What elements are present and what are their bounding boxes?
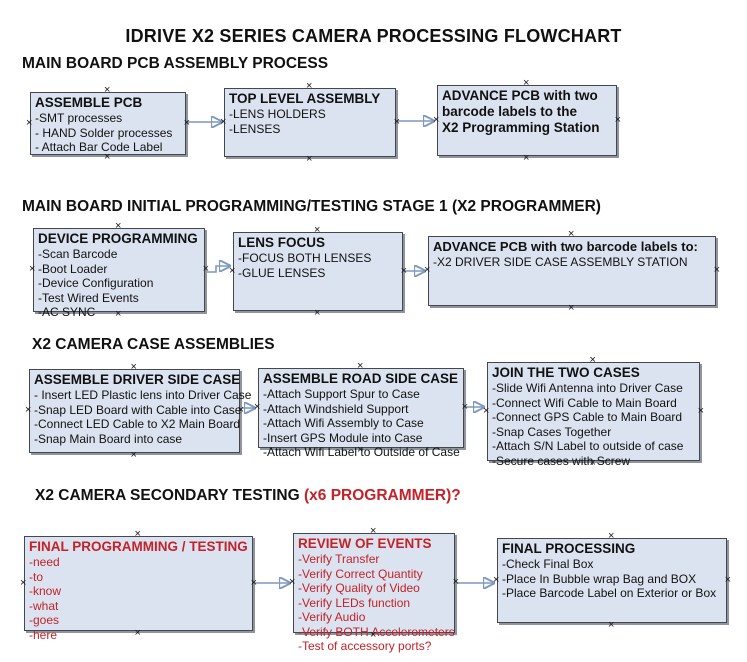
section-heading-text: MAIN BOARD PCB ASSEMBLY PROCESS [22,55,329,72]
box-lines: -Scan Barcode-Boot Loader-Device Configu… [38,247,200,320]
box-line: -Insert GPS Module into Case [263,430,423,445]
box-line: -SMT processes [35,111,123,125]
box-line: barcode labels to the [442,104,578,119]
page-title: IDRIVE X2 SERIES CAMERA PROCESSING FLOWC… [125,26,622,47]
box-line: -X2 DRIVER SIDE CASE ASSEMBLY STATION [433,255,688,269]
box-lines: -Verify Transfer-Verify Correct Quantity… [298,552,455,654]
box-line: -LENSES [229,121,281,136]
box-line: -Verify Quality of Video [298,581,420,595]
box-lines: -need-to-know-what-goes-here [29,555,248,642]
box-line: -Place In Bubble wrap Bag and BOX [502,571,697,586]
box-line: -goes [29,613,60,627]
section-heading-initial-programming: MAIN BOARD INITIAL PROGRAMMING/TESTING S… [22,198,601,216]
box-line: -Check Final Box [502,557,594,571]
box-line: -LENS HOLDERS [229,107,326,121]
box-title: DEVICE PROGRAMMING [38,231,198,246]
section-heading-case-assemblies: X2 CAMERA CASE ASSEMBLIES [32,336,275,354]
box-line: -GLUE LENSES [238,265,326,280]
box-line: - Insert LED Plastic lens into Driver Ca… [34,388,252,402]
box-line: -Snap Cases Together [492,424,612,439]
box-line: - HAND Solder processes [35,125,173,140]
box-line: -Verify Transfer [298,552,380,566]
box-title: ASSEMBLE ROAD SIDE CASE [263,371,459,386]
box-title: JOIN THE TWO CASES [492,365,640,380]
section-heading-text: X2 CAMERA SECONDARY TESTING [35,487,304,504]
flow-box-assemble-driver-side-case[interactable]: ASSEMBLE DRIVER SIDE CASE - Insert LED P… [25,362,252,461]
box-line: -Device Configuration [38,276,154,290]
box-lines: barcode labels to the X2 Programming Sta… [442,104,612,136]
flow-box-final-programming-testing[interactable]: FINAL PROGRAMMING / TESTING -need-to-kno… [20,529,257,642]
box-line: -to [29,569,44,584]
box-line: -what [29,598,59,613]
flow-box-advance-pcb-programming-station[interactable]: ADVANCE PCB with two barcode labels to t… [433,78,621,164]
box-lines: - Insert LED Plastic lens into Driver Ca… [34,388,252,446]
section-heading-red-note: (x6 PROGRAMMER)? [304,487,461,504]
box-line: -Attach Wifi Assembly to Case [263,416,424,430]
box-lines: -LENS HOLDERS-LENSES [229,107,391,136]
box-title: LENS FOCUS [238,235,326,250]
box-line: -Scan Barcode [38,247,118,261]
box-line: - Attach Bar Code Label [35,140,163,154]
box-title: ASSEMBLE PCB [35,95,143,110]
box-line: -know [29,584,62,598]
box-line: -Secure cases with Screw [492,453,631,468]
box-lines: -X2 DRIVER SIDE CASE ASSEMBLY STATION [433,255,711,270]
box-line: -Attach Windshield Support [263,401,409,416]
box-title: ASSEMBLE DRIVER SIDE CASE [34,372,241,387]
box-title: TOP LEVEL ASSEMBLY [229,91,381,106]
section-heading-pcb-assembly: MAIN BOARD PCB ASSEMBLY PROCESS [22,55,328,73]
flow-box-advance-pcb-driver-side-station[interactable]: ADVANCE PCB with two barcode labels to: … [424,229,720,314]
box-line: -Snap Main Board into case [34,431,183,446]
box-line: -Connect GPS Cable to Main Board [492,410,683,424]
flow-box-top-level-assembly[interactable]: TOP LEVEL ASSEMBLY -LENS HOLDERS-LENSES … [220,81,400,165]
box-line: -Verify BOTH Accelerometers [298,624,455,639]
box-line: X2 Programming Station [442,120,600,135]
flow-box-join-the-two-cases[interactable]: JOIN THE TWO CASES -Slide Wifi Antenna i… [483,355,704,469]
box-line: -Test of accessory ports? [298,639,432,653]
flow-box-final-processing[interactable]: FINAL PROCESSING -Check Final Box-Place … [493,531,731,631]
box-lines: -SMT processes- HAND Solder processes- A… [35,111,181,155]
box-line: -Test Wired Events [38,290,139,305]
box-line: -Snap LED Board with Cable into Case [34,402,242,417]
box-lines: -Slide Wifi Antenna into Driver Case-Con… [492,381,695,468]
flow-box-assemble-road-side-case[interactable]: ASSEMBLE ROAD SIDE CASE -Attach Support … [254,361,468,460]
flow-box-review-of-events[interactable]: REVIEW OF EVENTS -Verify Transfer-Verify… [289,526,459,654]
box-lines: -Check Final Box-Place In Bubble wrap Ba… [502,557,722,601]
box-line: -Verify LEDs function [298,595,411,610]
connector-arrow [205,266,230,273]
box-line: -FOCUS BOTH LENSES [238,251,372,265]
box-line: -Verify Audio [298,610,366,624]
box-line: -here [29,627,58,642]
box-title: ADVANCE PCB with two barcode labels to: [433,239,698,254]
box-title: FINAL PROGRAMMING / TESTING [29,539,248,554]
box-line: -AC SYNC [38,305,96,319]
flow-box-assemble-pcb[interactable]: ASSEMBLE PCB -SMT processes- HAND Solder… [26,85,190,163]
box-line: -Connect LED Cable to X2 Main Board [34,417,241,431]
box-line: -Connect Wifi Cable to Main Board [492,395,677,410]
box-line: -Slide Wifi Antenna into Driver Case [492,381,683,395]
section-heading-secondary-testing: X2 CAMERA SECONDARY TESTING (x6 PROGRAMM… [35,487,461,505]
flow-box-lens-focus[interactable]: LENS FOCUS -FOCUS BOTH LENSES-GLUE LENSE… [229,225,407,319]
box-line: -Boot Loader [38,261,108,276]
flow-box-device-programming[interactable]: DEVICE PROGRAMMING -Scan Barcode-Boot Lo… [29,221,209,320]
section-heading-text: MAIN BOARD INITIAL PROGRAMMING/TESTING S… [22,198,601,215]
box-line: -Attach S/N Label to outside of case [492,439,684,453]
box-line: -Place Barcode Label on Exterior or Box [502,586,717,600]
box-title: REVIEW OF EVENTS [298,536,432,551]
box-title: ADVANCE PCB with two [442,88,598,103]
box-line: -need [29,555,60,569]
box-title: FINAL PROCESSING [502,541,636,556]
box-line: -Attach Support Spur to Case [263,387,420,401]
box-line: -Verify Correct Quantity [298,566,423,581]
box-lines: -Attach Support Spur to Case-Attach Wind… [263,387,460,460]
box-lines: -FOCUS BOTH LENSES-GLUE LENSES [238,251,398,280]
section-heading-text: X2 CAMERA CASE ASSEMBLIES [32,336,275,353]
box-line: -Attach Wifi Label to Outside of Case [263,445,460,459]
